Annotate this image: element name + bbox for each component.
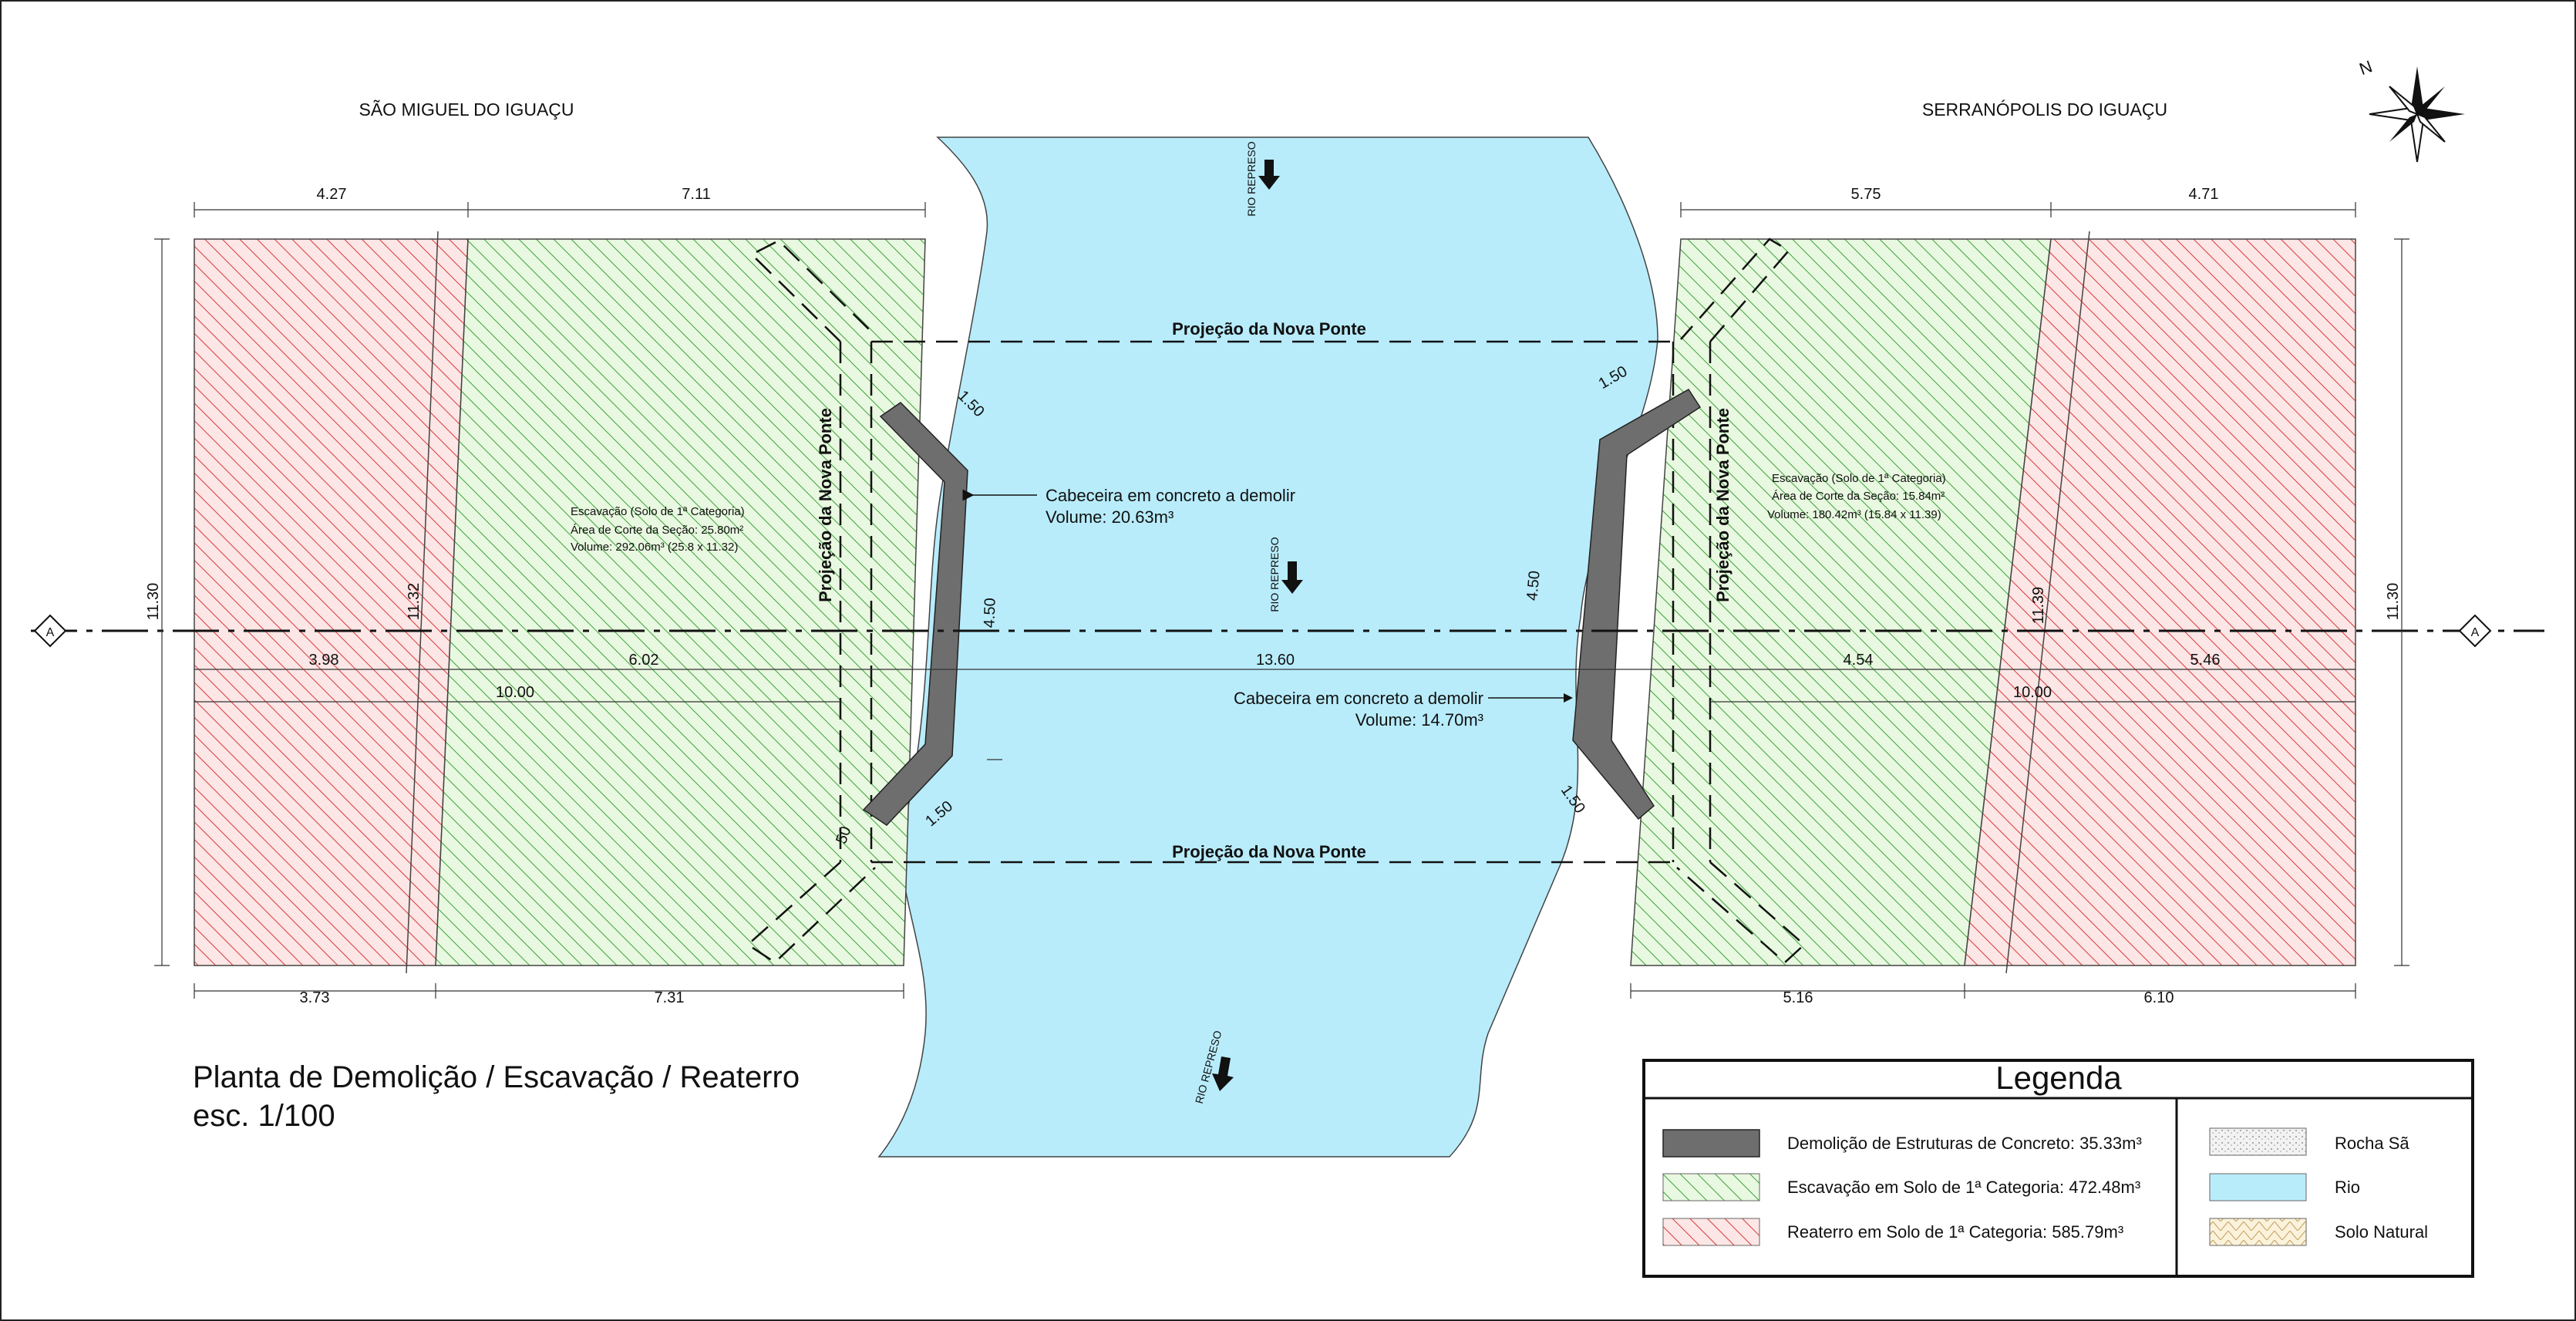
svg-text:Volume: 14.70m³: Volume: 14.70m³ [1355,710,1483,730]
projection-label-right: Projeção da Nova Ponte [1713,408,1732,602]
section-marker-left: A [33,614,67,648]
svg-text:Volume: 180.42m³ (15.84 x 11.3: Volume: 180.42m³ (15.84 x 11.39) [1767,508,1941,521]
svg-text:Volume: 292.06m³ (25.8 x 11.32: Volume: 292.06m³ (25.8 x 11.32) [571,541,738,554]
dim-bottom-right-a: 5.16 [1783,989,1813,1006]
left-excavation-note: Escavação (Solo de 1ª Categoria) Área de… [571,505,745,554]
dim-top-right-b: 4.71 [2189,186,2219,203]
plan-scale: esc. 1/100 [193,1099,335,1133]
left-backfill-area [194,238,469,966]
dim-axis-left-b: 6.02 [629,652,659,669]
legend-swatch-excavation [1662,1173,1760,1201]
left-excavation-area [435,238,926,966]
dim-bottom-right-b: 6.10 [2144,989,2174,1006]
dim-axis-right-total: 10.00 [2013,684,2052,701]
place-left: SÃO MIGUEL DO IGUAÇU [359,99,574,120]
dim-axis-right-b: 5.46 [2190,652,2221,669]
svg-text:Área de Corte da Seção: 15.84m: Área de Corte da Seção: 15.84m² [1772,490,1945,503]
legend: Legenda Demolição de Estruturas de Concr… [1642,1059,2474,1278]
right-abutment-callout: Cabeceira em concreto a demolir Volume: … [1234,689,1573,730]
legend-label-excavation: Escavação em Solo de 1ª Categoria: 472.4… [1787,1178,2140,1197]
right-section-line [2005,231,2090,974]
svg-text:Escavação (Solo de 1ª Categori: Escavação (Solo de 1ª Categoria) [1772,472,1946,485]
dim-top-left-a: 4.27 [317,186,347,203]
legend-swatch-rock [2209,1127,2307,1156]
new-bridge-projection [746,238,1806,964]
river [877,136,1658,1158]
svg-text:Volume: 20.63m³: Volume: 20.63m³ [1046,507,1174,527]
right-abutment [1572,389,1702,821]
svg-text:Escavação (Solo de 1ª Categori: Escavação (Solo de 1ª Categoria) [571,505,745,518]
svg-text:A: A [46,626,55,639]
river-flow-mid: RIO REPRESO [1268,537,1303,612]
dim-inner-right: 11.39 [2030,587,2047,625]
dim-wing-left-mid: 4.50 [981,598,998,628]
projection-label-top: Projeção da Nova Ponte [1172,319,1366,339]
svg-text:Área de Corte da Seção: 25.80m: Área de Corte da Seção: 25.80m² [571,524,743,537]
legend-swatch-river [2209,1173,2307,1201]
svg-text:RIO REPRESO: RIO REPRESO [1268,537,1281,612]
legend-swatch-concrete [1662,1129,1760,1158]
place-right: SERRANÓPOLIS DO IGUAÇU [1922,99,2167,120]
left-section-line [406,231,439,974]
left-abutment-callout: Cabeceira em concreto a demolir Volume: … [962,486,1295,527]
projection-label-left: Projeção da Nova Ponte [816,408,835,602]
north-arrow-icon: N [2357,56,2465,163]
projection-label-bottom: Projeção da Nova Ponte [1172,842,1366,861]
svg-text:N: N [2357,56,2375,79]
dim-axis-center: 13.60 [1256,652,1295,669]
svg-text:Cabeceira em concreto a demoli: Cabeceira em concreto a demolir [1046,486,1295,505]
dim-wing-right-mid: 4.50 [1524,570,1543,602]
dimension-lines [154,202,2409,999]
legend-label-river: Rio [2335,1178,2360,1197]
svg-text:A: A [2471,626,2480,639]
legend-swatch-soil [2209,1218,2307,1246]
legend-title: Legenda [1995,1060,2122,1096]
dim-inner-left: 11.32 [406,583,423,621]
legend-swatch-backfill [1662,1218,1760,1246]
dim-axis-left-total: 10.00 [496,684,534,701]
dim-top-right-a: 5.75 [1851,186,1881,203]
legend-label-backfill: Reaterro em Solo de 1ª Categoria: 585.79… [1787,1222,2123,1242]
river-flow-top: RIO REPRESO [1245,141,1280,217]
legend-label-soil: Solo Natural [2335,1222,2428,1242]
svg-text:Cabeceira em concreto a demoli: Cabeceira em concreto a demolir [1234,689,1483,708]
legend-label-concrete: Demolição de Estruturas de Concreto: 35.… [1787,1134,2142,1153]
dim-height-left: 11.30 [145,583,162,621]
dim-bottom-left-b: 7.31 [655,989,685,1006]
dim-axis-left-a: 3.98 [309,652,339,669]
dim-axis-right-a: 4.54 [1844,652,1874,669]
dim-bottom-left-a: 3.73 [300,989,330,1006]
right-excavation-note: Escavação (Solo de 1ª Categoria) Área de… [1767,472,1946,521]
dim-height-right: 11.30 [2385,583,2402,621]
right-backfill-area [1964,238,2356,966]
svg-text:RIO REPRESO: RIO REPRESO [1245,141,1258,216]
legend-label-rock: Rocha Sã [2335,1134,2409,1153]
plan-title: Planta de Demolição / Escavação / Reater… [193,1060,800,1094]
left-abutment [862,402,968,826]
section-marker-right: A [2458,614,2492,648]
dim-top-left-b: 7.11 [682,186,710,203]
